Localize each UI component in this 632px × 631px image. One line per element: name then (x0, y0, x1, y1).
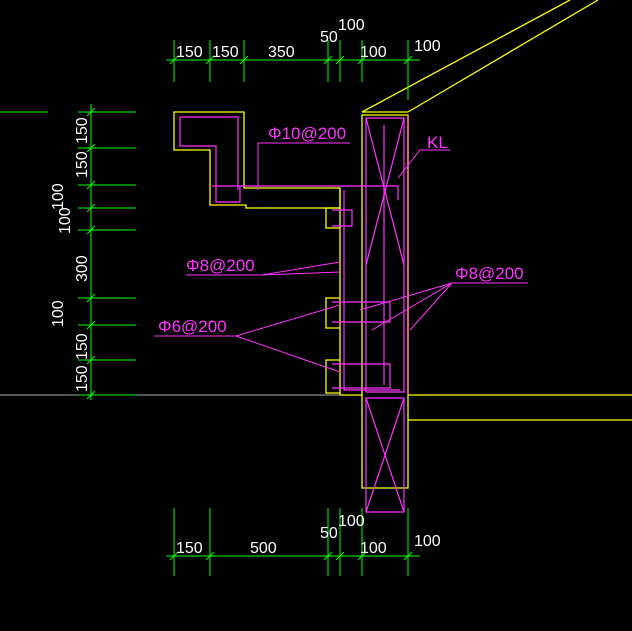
leaders (154, 142, 528, 373)
label-bar-mid-right: Φ8@200 (455, 264, 524, 283)
beam-stirrup-upper (365, 117, 405, 393)
top-dim-text: 350 (268, 44, 295, 61)
hook-bar-3 (332, 363, 391, 389)
slab-bottom-bar (212, 185, 399, 200)
label-bar-top: Φ10@200 (268, 124, 346, 143)
slab-top-bar (179, 116, 241, 203)
top-dimension-chain: 150 150 350 50 100 100 100 (176, 17, 441, 61)
bottom-dim-tick (323, 551, 333, 561)
top-dim-text: 100 (360, 44, 387, 61)
left-dim-tick (86, 293, 96, 303)
left-dim-tick (86, 180, 96, 190)
bottom-dim-tick (335, 551, 345, 561)
leader-bar-top (257, 142, 350, 190)
top-dim-text: 150 (212, 44, 239, 61)
left-dim-text: 150 (74, 117, 91, 144)
roof-line-lower (407, 0, 599, 113)
bottom-dim-text: 100 (414, 533, 441, 550)
bottom-dim-text: 500 (250, 540, 277, 557)
roof-line-upper (361, 0, 571, 113)
top-dim-tick (335, 55, 345, 65)
left-dim-text: 100 (57, 207, 74, 234)
bottom-dim-tick (205, 551, 215, 561)
left-dim-tick (86, 390, 96, 400)
top-dim-text: 50 (320, 29, 338, 46)
stirrup-x4 (365, 397, 405, 513)
left-dim-text: 100 (50, 300, 67, 327)
left-dim-tick (86, 203, 96, 213)
beam-left-face (339, 114, 409, 489)
top-dim-tick (323, 55, 333, 65)
label-beam: KL (427, 133, 448, 152)
concrete-outline (0, 0, 632, 489)
top-dim-tick (357, 55, 367, 65)
leader-mid-left-2 (261, 271, 341, 276)
leader-low-left-2 (235, 335, 341, 373)
left-dim-text: 300 (74, 255, 91, 282)
bottom-dim-tick (169, 551, 179, 561)
label-bar-mid-left: Φ8@200 (186, 256, 255, 275)
step-outline (325, 207, 340, 394)
stirrup-x2 (365, 117, 405, 266)
left-dimension-chain: 150 150 100 100 300 100 150 150 (50, 117, 91, 392)
leader-mid-right-3 (359, 282, 453, 311)
dimension-lines (0, 40, 420, 576)
hook-bar-1 (332, 209, 353, 227)
bottom-dim-tick (403, 551, 413, 561)
bottom-dimension-chain: 150 500 50 100 100 100 (176, 513, 441, 557)
top-dim-text: 150 (176, 44, 203, 61)
slab-cantilever-outline (173, 111, 341, 209)
left-dim-text: 100 (50, 183, 67, 210)
label-bar-low-left: Φ6@200 (158, 317, 227, 336)
bottom-dim-text: 50 (320, 525, 338, 542)
rebar-group (179, 116, 405, 513)
wall-bar-left (343, 190, 400, 391)
hook-bar-2 (332, 301, 391, 323)
left-dim-tick (86, 320, 96, 330)
left-dim-tick (86, 355, 96, 365)
top-dim-tick (239, 55, 249, 65)
bottom-dim-text: 100 (360, 540, 387, 557)
left-dim-text: 150 (74, 365, 91, 392)
left-dim-tick (86, 107, 96, 117)
bottom-dim-text: 150 (176, 540, 203, 557)
leader-mid-right-2 (409, 282, 453, 331)
top-dim-tick (205, 55, 215, 65)
left-dim-tick (86, 143, 96, 153)
top-dim-text: 100 (338, 17, 365, 34)
left-dim-tick (86, 225, 96, 235)
left-dim-text: 150 (74, 333, 91, 360)
bottom-dim-text: 100 (338, 513, 365, 530)
top-dim-text: 100 (414, 38, 441, 55)
bottom-dim-tick (357, 551, 367, 561)
leader-beam (397, 149, 450, 179)
leader-mid-right (371, 282, 528, 331)
top-dim-tick (169, 55, 179, 65)
left-dim-text: 150 (74, 151, 91, 178)
